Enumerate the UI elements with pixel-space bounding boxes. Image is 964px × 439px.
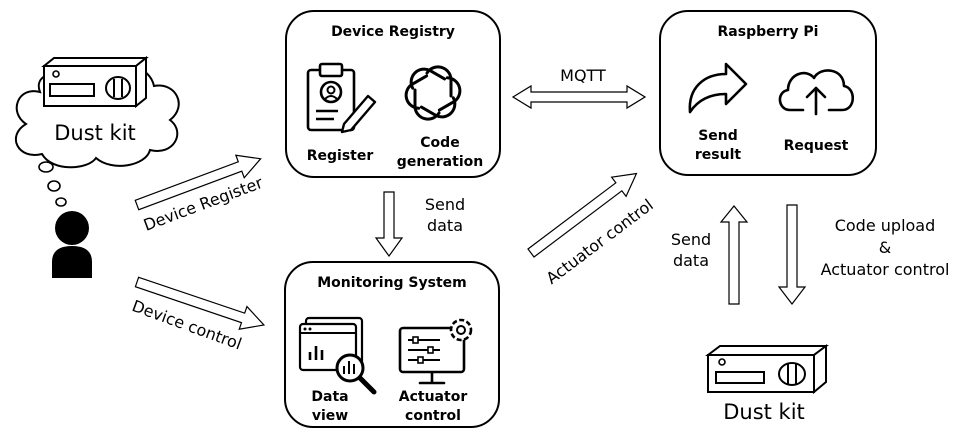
code-generation-label-line1: Code [420, 135, 459, 151]
code-upload-label-line3: Actuator control [821, 260, 950, 279]
pi-send-data-label-line2: data [673, 251, 709, 270]
code-generation-label-line2: generation [397, 154, 483, 170]
data-view-label-line1: Data [311, 389, 348, 405]
actuator-control-arrow [527, 172, 638, 258]
dust-kit-device-icon [705, 344, 829, 395]
thought-bubbles [38, 161, 67, 207]
code-upload-down-arrow [777, 204, 807, 305]
send-result-label-line1: Send [698, 128, 738, 144]
data-view-label-line2: view [312, 408, 348, 424]
monitoring-system-title: Monitoring System [317, 275, 467, 291]
bottom-dust-kit-label: Dust kit [723, 400, 805, 424]
data-view-icon [298, 316, 377, 395]
register-label: Register [307, 148, 374, 164]
dust-kit-icon [41, 55, 149, 109]
send-result-label-line2: result [695, 147, 741, 163]
raspberry-pi-box [659, 10, 877, 176]
actuator-control-arrow-label: Actuator control [543, 195, 657, 288]
request-label: Request [784, 138, 849, 154]
pi-send-data-up-arrow [719, 205, 749, 305]
code-upload-label-line1: Code upload [835, 216, 936, 235]
mqtt-label: MQTT [560, 66, 606, 85]
code-upload-label-line2: & [879, 238, 891, 257]
actuator-control-label-line2: control [405, 408, 461, 424]
device-registry-title: Device Registry [331, 24, 455, 40]
user-icon [52, 211, 92, 278]
send-data-down-arrow [374, 191, 404, 258]
share-arrow-icon [688, 62, 748, 114]
pi-send-data-label-line1: Send [671, 230, 711, 249]
mqtt-double-arrow [511, 84, 647, 110]
thought-dust-kit-label: Dust kit [54, 121, 136, 145]
send-data-label-line1: Send [425, 195, 465, 214]
send-data-label-line2: data [427, 216, 463, 235]
raspberry-pi-title: Raspberry Pi [718, 24, 819, 40]
register-icon [306, 62, 377, 134]
actuator-control-icon [398, 318, 473, 385]
cloud-upload-icon [778, 69, 855, 116]
actuator-control-label-line1: Actuator [399, 389, 468, 405]
device-control-arrow [134, 276, 266, 331]
device-register-arrow [134, 154, 262, 211]
device-registry-box [285, 10, 501, 178]
ai-code-generation-icon [404, 65, 462, 121]
monitoring-system-box [284, 261, 500, 428]
